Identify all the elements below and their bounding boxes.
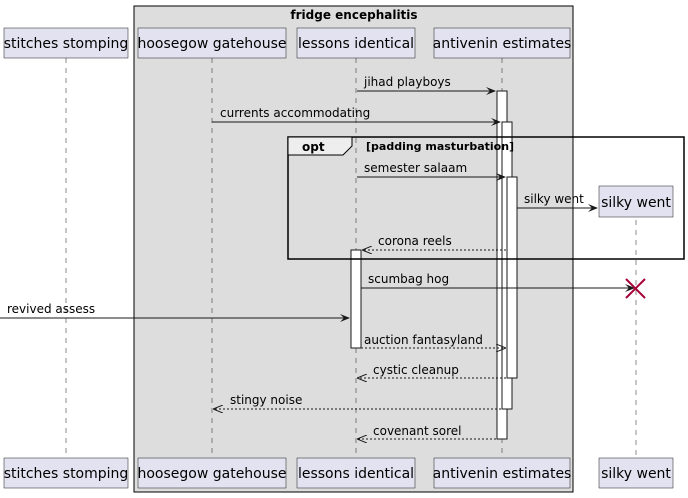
participant-hoosegow-bottom[interactable]: hoosegow gatehouse bbox=[137, 457, 287, 489]
participant-hoosegow-top[interactable]: hoosegow gatehouse bbox=[137, 27, 287, 59]
opt-fragment: opt [padding masturbation] bbox=[287, 136, 685, 260]
message-revived-assess: revived assess bbox=[0, 302, 350, 322]
fragment-condition: [padding masturbation] bbox=[366, 140, 514, 153]
participant-antivenin-top[interactable]: antivenin estimates bbox=[433, 27, 572, 59]
participant-label: hoosegow gatehouse bbox=[137, 466, 286, 482]
participant-silky-created[interactable]: silky went bbox=[598, 185, 674, 218]
participant-label: antivenin estimates bbox=[433, 36, 572, 52]
message-stingy-noise: stingy noise bbox=[214, 393, 501, 409]
participant-label: lessons identical bbox=[298, 466, 414, 482]
message-label: semester salaam bbox=[364, 161, 467, 175]
message-corona-reels: corona reels bbox=[363, 234, 506, 250]
message-label: revived assess bbox=[7, 302, 95, 316]
participant-antivenin-bottom[interactable]: antivenin estimates bbox=[433, 457, 572, 489]
message-cystic-cleanup: cystic cleanup bbox=[358, 363, 506, 378]
message-silky-went: silky went bbox=[517, 192, 598, 212]
participant-label: stitches stomping bbox=[4, 466, 129, 482]
message-label: corona reels bbox=[378, 234, 452, 248]
message-label: currents accommodating bbox=[220, 106, 370, 120]
destroy-marker bbox=[625, 278, 646, 299]
message-scumbag-hog: scumbag hog bbox=[361, 272, 635, 292]
message-covenant-sorel: covenant sorel bbox=[358, 424, 496, 439]
participant-lessons-bottom[interactable]: lessons identical bbox=[296, 457, 416, 489]
message-jihad-playboys: jihad playboys bbox=[357, 75, 496, 95]
participant-label: stitches stomping bbox=[4, 36, 129, 52]
message-label: covenant sorel bbox=[373, 424, 462, 438]
participant-label: silky went bbox=[601, 466, 671, 482]
participant-silky-bottom[interactable]: silky went bbox=[598, 457, 674, 489]
activation-antivenin-3 bbox=[506, 176, 518, 379]
participant-label: silky went bbox=[601, 195, 671, 211]
message-auction-fantasyland: auction fantasyland bbox=[361, 333, 505, 348]
message-semester-salaam: semester salaam bbox=[357, 161, 506, 181]
participant-label: antivenin estimates bbox=[433, 466, 572, 482]
group-box-title: fridge encephalitis bbox=[290, 8, 417, 22]
message-currents-accommodating: currents accommodating bbox=[212, 106, 501, 126]
message-label: auction fantasyland bbox=[364, 333, 483, 347]
activation-lessons bbox=[350, 249, 362, 349]
fragment-keyword: opt bbox=[302, 140, 325, 154]
participant-label: hoosegow gatehouse bbox=[137, 36, 286, 52]
message-label: scumbag hog bbox=[368, 272, 449, 286]
message-label: silky went bbox=[524, 192, 584, 206]
participant-stitches-bottom[interactable]: stitches stomping bbox=[4, 457, 129, 489]
participant-label: lessons identical bbox=[298, 36, 414, 52]
message-label: stingy noise bbox=[230, 393, 302, 407]
message-label: cystic cleanup bbox=[373, 363, 459, 377]
message-label: jihad playboys bbox=[363, 75, 451, 89]
participant-stitches-top[interactable]: stitches stomping bbox=[4, 27, 129, 59]
participant-lessons-top[interactable]: lessons identical bbox=[296, 27, 416, 59]
